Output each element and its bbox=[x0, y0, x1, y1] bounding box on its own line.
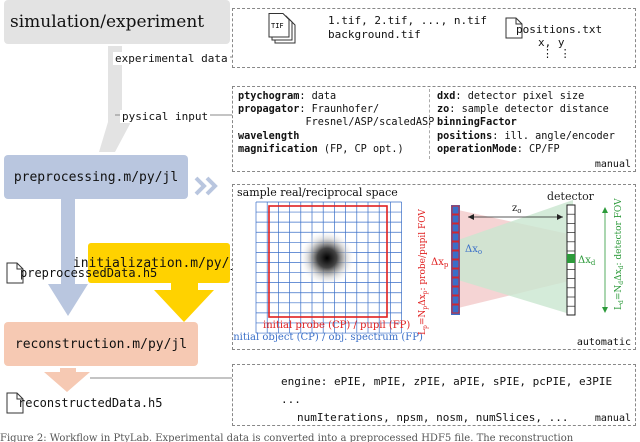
green-beam bbox=[458, 200, 573, 315]
background-file: background.tif bbox=[328, 28, 421, 41]
object-blob bbox=[299, 230, 355, 286]
preprocessing-stage: preprocessing.m/py/jl bbox=[4, 155, 188, 199]
initialization-label: initialization.m/py/jl bbox=[72, 255, 246, 271]
sample-pixel bbox=[451, 268, 460, 278]
physical-input-label: pysical input bbox=[120, 110, 211, 123]
arrow-sim-to-preprocess bbox=[99, 46, 131, 152]
manual-label-2: manual bbox=[594, 413, 631, 424]
param-wavelength: wavelength bbox=[238, 130, 300, 142]
detector-label: detector bbox=[547, 190, 595, 203]
detector-fov-label: Ld=NdΔxd: detector FOV bbox=[614, 198, 625, 310]
param-dxd: dxd: detector pixel size bbox=[437, 91, 585, 102]
preprocessing-label: preprocessing.m/py/jl bbox=[13, 169, 179, 185]
double-chevron-right-icon bbox=[194, 176, 218, 196]
automatic-label: automatic bbox=[576, 337, 631, 348]
manual-label-1: manual bbox=[594, 159, 631, 170]
engine-params: numIterations, npsm, nosm, numSlices, ..… bbox=[297, 411, 569, 424]
tif-file-list: 1.tif, 2.tif, ..., n.tif bbox=[328, 14, 487, 27]
dxp-label: Δxp bbox=[431, 257, 449, 269]
positions-dots: ⋮ ⋮ bbox=[542, 47, 571, 60]
sample-pixel bbox=[451, 241, 460, 251]
physical-input-divider bbox=[429, 89, 430, 159]
sample-pixel bbox=[451, 223, 460, 233]
param-magnification: magnification (FP, CP opt.) bbox=[238, 143, 404, 155]
experimental-data-label: experimental data bbox=[113, 52, 230, 65]
sample-pixel bbox=[451, 277, 460, 287]
param-propagator-cont: Fresnel/ASP/scaledASP bbox=[238, 117, 435, 129]
param-ptychogram: ptychogram: data bbox=[238, 91, 337, 102]
reconstruction-stage: reconstruction.m/py/jl bbox=[4, 322, 198, 366]
figure-caption: Figure 2: Workflow in PtyLab. Experiment… bbox=[0, 433, 574, 442]
arrow-initialization-to-reconstruction bbox=[154, 262, 214, 322]
object-label: initial object (CP) / obj. spectrum (FP) bbox=[233, 332, 423, 343]
sample-pixel bbox=[451, 259, 460, 269]
sample-pixel bbox=[451, 286, 460, 296]
dxo-label: Δxo bbox=[465, 244, 482, 256]
sample-pixel bbox=[451, 232, 460, 242]
initialization-stage: initialization.m/py/jl bbox=[73, 243, 245, 283]
param-binning: binningFactor bbox=[437, 117, 517, 129]
sample-pixel bbox=[451, 214, 460, 224]
sample-space-diagram: sample real/reciprocal space initial pro… bbox=[233, 186, 625, 343]
engine-box: engine: ePIE, mPIE, zPIE, aPIE, sPIE, pc… bbox=[232, 364, 636, 426]
probe-fov-label: Lp=NpΔxp: probe/pupil FOV bbox=[418, 209, 429, 335]
param-propagator: propagator: Fraunhofer/ bbox=[238, 104, 380, 116]
probe-window bbox=[268, 205, 388, 318]
dxd-label: Δxd bbox=[578, 255, 596, 267]
tif-icon-label: TIF bbox=[271, 22, 284, 30]
preprocessed-file-icon bbox=[6, 262, 24, 284]
param-operation-mode: operationMode: CP/FP bbox=[437, 143, 560, 155]
param-positions: positions: ill. angle/encoder bbox=[437, 130, 615, 142]
sample-pixel bbox=[451, 205, 460, 215]
tif-stack-icon: TIF bbox=[268, 13, 296, 44]
sample-pixel bbox=[451, 295, 460, 305]
detector-pixel bbox=[567, 254, 575, 263]
physical-input-box: ptychogram: data propagator: Fraunhofer/… bbox=[232, 86, 636, 172]
engine-list: engine: ePIE, mPIE, zPIE, aPIE, sPIE, pc… bbox=[281, 375, 613, 406]
physical-input-left: ptychogram: data propagator: Fraunhofer/… bbox=[238, 90, 434, 156]
positions-columns: x, y bbox=[538, 36, 565, 49]
positions-file-icon bbox=[505, 17, 523, 39]
positions-file-name: positions.txt bbox=[516, 23, 603, 36]
detector-cells bbox=[567, 204, 575, 307]
reconstructed-file-name: reconstructedData.h5 bbox=[18, 396, 163, 410]
physical-input-right: dxd: detector pixel size zo: sample dete… bbox=[437, 90, 615, 156]
reconstructed-file-icon bbox=[6, 392, 24, 414]
arrow-reconstruction-to-output bbox=[44, 368, 90, 392]
sample-pixel-cells bbox=[451, 205, 460, 314]
simulation-label: simulation/experiment bbox=[10, 12, 205, 32]
sample-pixel bbox=[451, 304, 460, 314]
preprocessed-file-name: preprocessedData.h5 bbox=[20, 266, 158, 280]
reconstruction-label: reconstruction.m/py/jl bbox=[14, 336, 188, 352]
experimental-data-box: TIF 1.tif, 2.tif, ..., n.tif background.… bbox=[232, 8, 636, 68]
probe-label: initial probe (CP) / pupil (FP) bbox=[263, 320, 410, 331]
arrow-preprocess-to-reconstruction bbox=[48, 198, 88, 316]
zo-label: zo bbox=[512, 203, 522, 215]
param-zo: zo: sample detector distance bbox=[437, 104, 609, 116]
sample-pixel bbox=[451, 250, 460, 260]
simulation-stage: simulation/experiment bbox=[4, 0, 230, 44]
sample-space-title: sample real/reciprocal space bbox=[237, 186, 398, 199]
